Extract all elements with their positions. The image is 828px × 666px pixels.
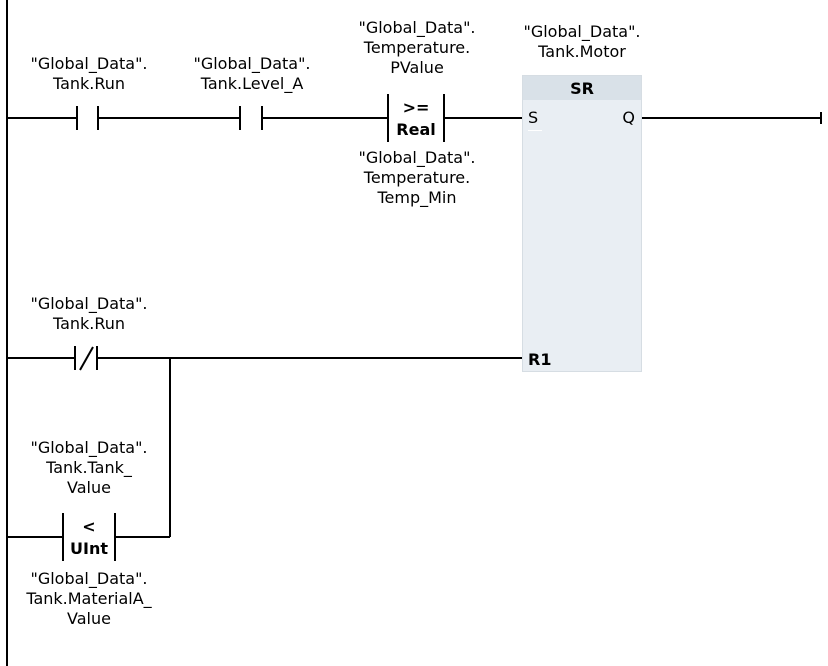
contact-nc-operand: "Global_Data". Tank.Run	[18, 294, 160, 334]
operand-line: "Global_Data".	[30, 569, 148, 588]
operand-line: Tank.Motor	[538, 42, 626, 61]
contact-run-operand: "Global_Data". Tank.Run	[18, 54, 160, 94]
contact-nc-slash	[79, 346, 94, 371]
contact-level-operand: "Global_Data". Tank.Level_A	[181, 54, 323, 94]
operand-line: Temperature.	[363, 38, 471, 57]
operand-line: PValue	[390, 58, 444, 77]
cmp-ge-box[interactable]: >= Real	[390, 99, 442, 139]
sr-pin-s-underline	[528, 130, 542, 131]
operand-line: Tank.Run	[52, 314, 126, 333]
operand-line: Temperature.	[363, 168, 471, 187]
sr-pin-q[interactable]: Q	[622, 108, 635, 127]
operand-line: "Global_Data".	[358, 148, 476, 167]
operand-line: Tank.Level_A	[200, 74, 304, 93]
cmp-ge-in1-operand: "Global_Data". Temperature. PValue	[346, 18, 488, 78]
operand-line: "Global_Data".	[358, 18, 476, 37]
cmp-lt-type: UInt	[70, 539, 108, 558]
operand-line: "Global_Data".	[30, 54, 148, 73]
cmp-lt-box[interactable]: < UInt	[65, 518, 113, 558]
operand-line: Value	[67, 609, 111, 628]
sr-pin-r1[interactable]: R1	[528, 350, 552, 369]
cmp-lt-in2-operand: "Global_Data". Tank.MaterialA_ Value	[18, 569, 160, 629]
cmp-ge-operator: >=	[402, 98, 430, 117]
operand-line: "Global_Data".	[523, 22, 641, 41]
operand-line: Tank.MaterialA_	[26, 589, 152, 608]
operand-line: "Global_Data".	[30, 294, 148, 313]
operand-line: Tank.Tank_	[46, 458, 132, 477]
operand-line: Tank.Run	[52, 74, 126, 93]
operand-line: "Global_Data".	[30, 438, 148, 457]
cmp-lt-in1-operand: "Global_Data". Tank.Tank_ Value	[18, 438, 160, 498]
cmp-lt-operator: <	[82, 517, 96, 536]
cmp-ge-type: Real	[396, 120, 436, 139]
sr-block[interactable]: SR S Q R1	[522, 75, 642, 372]
cmp-ge-in2-operand: "Global_Data". Temperature. Temp_Min	[346, 148, 488, 208]
operand-line: Temp_Min	[377, 188, 457, 207]
sr-operand: "Global_Data". Tank.Motor	[511, 22, 653, 62]
sr-pin-s[interactable]: S	[528, 108, 539, 127]
sr-title: SR	[523, 76, 641, 100]
operand-line: "Global_Data".	[193, 54, 311, 73]
operand-line: Value	[67, 478, 111, 497]
